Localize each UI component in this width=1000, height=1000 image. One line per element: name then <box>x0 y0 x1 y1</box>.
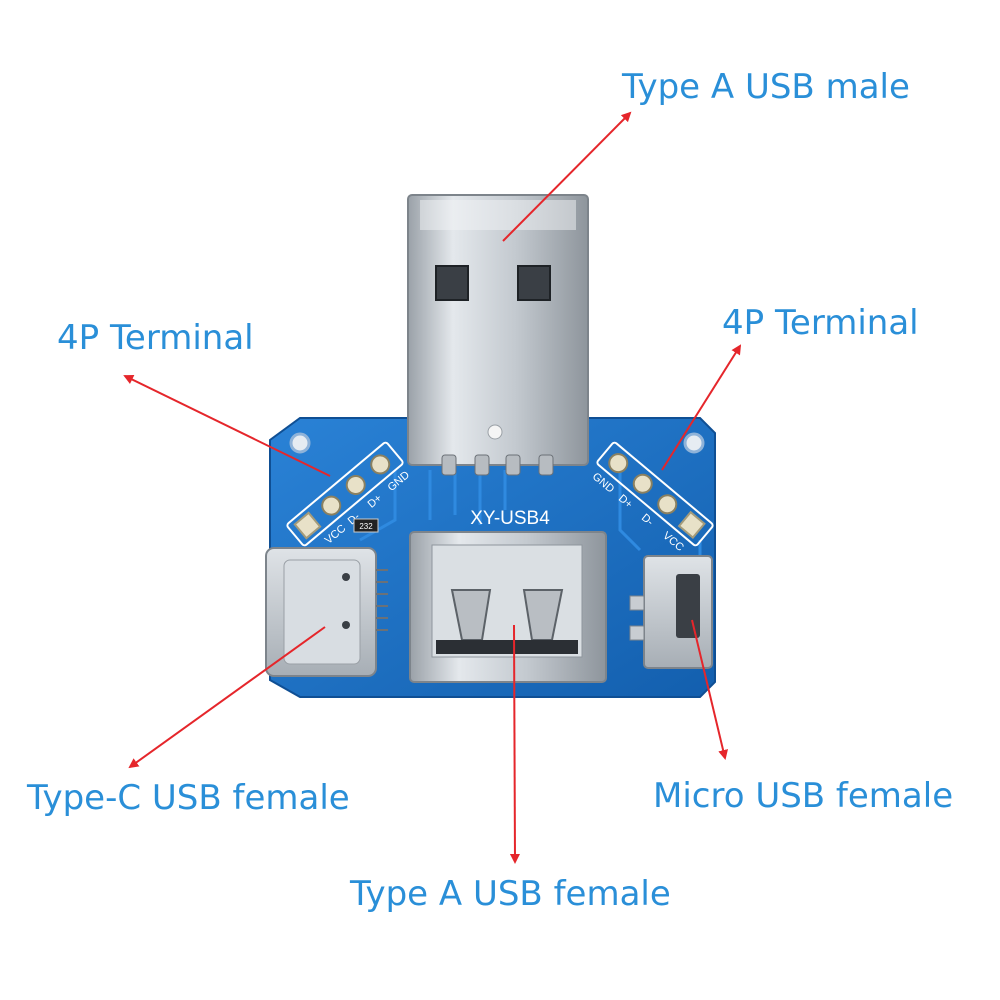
label-type-a-usb-female: Type A USB female <box>350 874 671 914</box>
arrow-terminal-left <box>123 375 331 477</box>
mount-hole <box>683 432 705 454</box>
micro-usb-female-connector <box>629 555 713 669</box>
arrow-terminal-right <box>661 344 742 471</box>
smd-resistor: 232 <box>353 518 379 533</box>
pad <box>657 494 678 515</box>
pad <box>321 495 342 516</box>
label-micro-usb-female: Micro USB female <box>653 776 954 816</box>
callout-arrows <box>123 111 742 864</box>
arrow-micro-female <box>691 619 729 760</box>
pad <box>677 510 706 539</box>
arrow-type-c-female <box>128 626 326 769</box>
label-type-c-usb-female: Type-C USB female <box>27 778 350 818</box>
arrow-type-a-male <box>502 111 632 242</box>
label-4p-terminal-right: 4P Terminal <box>722 303 919 343</box>
part-marking: 232 <box>359 522 373 531</box>
pad <box>370 454 391 475</box>
pad <box>632 473 653 494</box>
usb-a-female-connector <box>409 531 607 683</box>
pad <box>293 511 322 540</box>
label-4p-terminal-left: 4P Terminal <box>57 318 254 358</box>
pad <box>608 453 629 474</box>
usb-c-female-connector <box>265 547 388 677</box>
label-type-a-usb-male: Type A USB male <box>622 67 910 107</box>
usb-a-male-connector <box>407 194 589 476</box>
arrow-type-a-female <box>509 624 520 864</box>
pad <box>345 475 366 496</box>
mount-hole <box>289 432 311 454</box>
board-model-label: XY-USB4 <box>470 508 550 529</box>
